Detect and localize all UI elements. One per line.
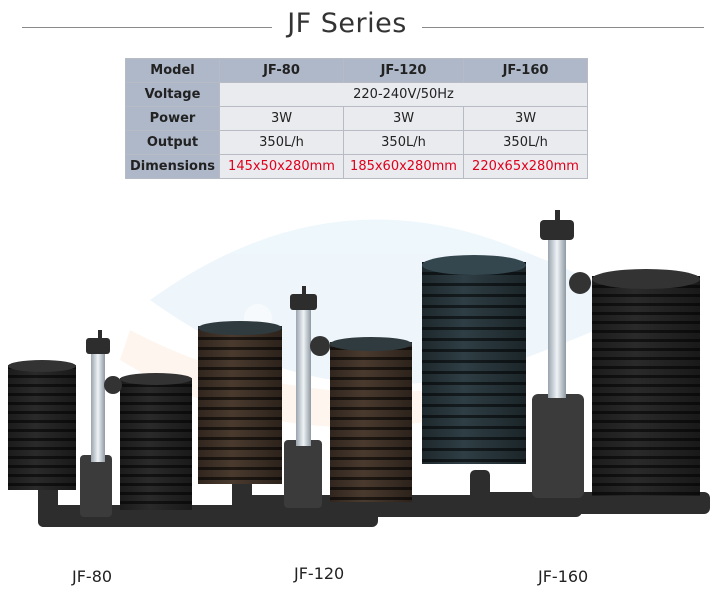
header-jf-80: JF-80 [219, 58, 344, 83]
product-stage: JF-80 JF-120 JF-160 [0, 190, 720, 599]
output-jf-120: 350L/h [343, 130, 464, 155]
product-label-jf-80: JF-80 [72, 567, 113, 586]
header-jf-160: JF-160 [463, 58, 588, 83]
dimensions-jf-160: 220x65x280mm [463, 154, 588, 179]
table-row: Voltage 220-240V/50Hz [125, 82, 588, 107]
dimensions-jf-80: 145x50x280mm [219, 154, 344, 179]
filter-jf-80 [8, 330, 378, 527]
title-divider-right [422, 27, 704, 28]
table-header-row: Model JF-80 JF-120 JF-160 [125, 58, 588, 83]
row-label-power: Power [125, 106, 220, 131]
dimensions-jf-120: 185x60x280mm [343, 154, 464, 179]
title-row: JF Series [0, 8, 720, 44]
table-row: Dimensions 145x50x280mm 185x60x280mm 220… [125, 154, 588, 179]
row-label-dimensions: Dimensions [125, 154, 220, 179]
filter-jf-120 [198, 286, 582, 517]
page-title: JF Series [287, 8, 407, 39]
header-jf-120: JF-120 [343, 58, 464, 83]
voltage-value: 220-240V/50Hz [219, 82, 588, 107]
power-jf-120: 3W [343, 106, 464, 131]
product-label-jf-120: JF-120 [294, 564, 345, 583]
filter-jf-160 [422, 210, 710, 514]
spec-table: Model JF-80 JF-120 JF-160 Voltage 220-24… [125, 58, 588, 179]
row-label-voltage: Voltage [125, 82, 220, 107]
row-label-output: Output [125, 130, 220, 155]
title-divider-left [22, 27, 272, 28]
header-model: Model [125, 58, 220, 83]
output-jf-80: 350L/h [219, 130, 344, 155]
sponge-filter-image [8, 210, 710, 527]
product-label-jf-160: JF-160 [538, 567, 589, 586]
table-row: Power 3W 3W 3W [125, 106, 588, 131]
table-row: Output 350L/h 350L/h 350L/h [125, 130, 588, 155]
output-jf-160: 350L/h [463, 130, 588, 155]
power-jf-80: 3W [219, 106, 344, 131]
power-jf-160: 3W [463, 106, 588, 131]
